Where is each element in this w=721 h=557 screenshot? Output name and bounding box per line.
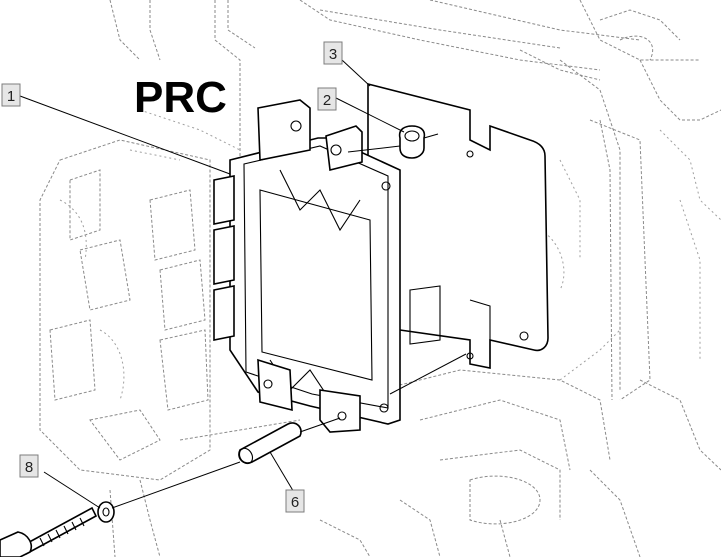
bolt bbox=[0, 506, 98, 557]
svg-text:3: 3 bbox=[329, 46, 337, 63]
svg-text:6: 6 bbox=[291, 494, 299, 511]
washer bbox=[97, 501, 115, 523]
svg-text:2: 2 bbox=[323, 92, 331, 109]
control-unit bbox=[213, 99, 401, 433]
leader-lines bbox=[19, 59, 405, 509]
background-structure bbox=[39, 0, 721, 557]
callout-1: 1 bbox=[1, 83, 21, 107]
callout-8: 8 bbox=[19, 454, 39, 478]
svg-text:1: 1 bbox=[7, 88, 15, 105]
diagram-title: PRC bbox=[134, 73, 227, 122]
nut bbox=[398, 125, 439, 159]
callout-3: 3 bbox=[323, 41, 343, 65]
assembly-lines bbox=[111, 145, 467, 509]
spacer-sleeve bbox=[238, 422, 302, 465]
svg-text:8: 8 bbox=[25, 459, 33, 476]
callout-2: 2 bbox=[317, 87, 337, 111]
callout-6: 6 bbox=[285, 489, 305, 513]
